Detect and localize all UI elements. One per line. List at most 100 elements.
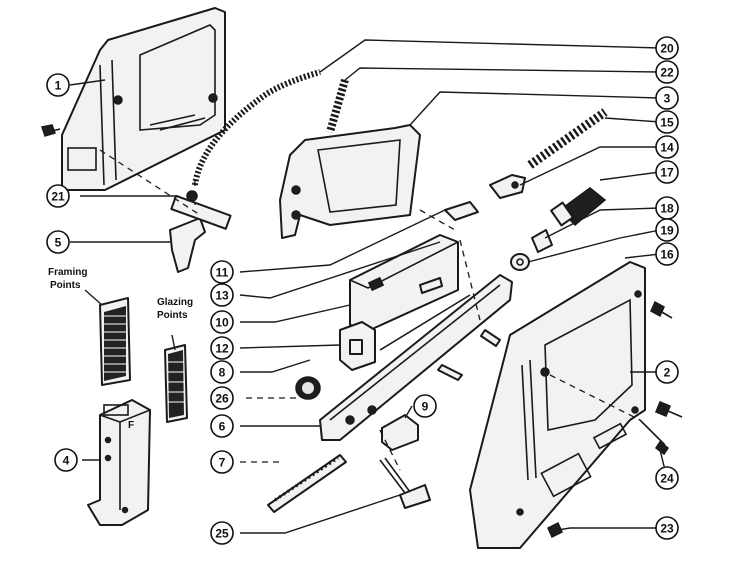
trigger-part [169,190,232,273]
right-cover-part [469,261,646,549]
callout-circle [210,450,234,474]
callout-12: 12 [210,336,234,360]
callout-25: 25 [210,521,234,545]
leader-lines [69,39,666,534]
callout-19: 19 [655,218,679,242]
glazing-points-label-line1: Glazing [157,297,193,308]
pin-part-3 [419,277,443,294]
screw-right-mid [655,401,683,418]
framing-points-part [99,297,131,386]
callout-15: 15 [655,110,679,134]
callout-number: 25 [215,527,229,541]
washer-part [510,253,530,271]
callout-7: 7 [210,450,234,474]
link-part [489,174,526,199]
callout-number: 20 [660,42,674,56]
callout-circle [210,260,234,284]
callout-16: 16 [655,242,679,266]
callout-circle [210,386,234,410]
callout-circle [655,466,679,490]
screw-bottom [547,521,571,539]
screw-left-cover [41,124,61,137]
magazine-part [319,274,513,441]
callout-circle [655,135,679,159]
callout-number: 12 [215,342,229,356]
callout-23: 23 [655,516,679,540]
callout-circle [210,336,234,360]
callout-group: 1202231514171819162151113101282667259224… [46,36,679,545]
left-cover-part [61,7,226,191]
assembly-line [549,374,641,421]
callout-circle [655,36,679,60]
hammer-block-part [349,234,459,331]
callout-number: 6 [219,420,226,434]
callout-number: 3 [664,92,671,106]
callout-4: 4 [54,448,78,472]
assembly-line [459,239,481,321]
callout-number: 18 [660,202,674,216]
framing-points-label-line1: Framing [48,267,87,278]
callout-14: 14 [655,135,679,159]
pin-part [437,364,463,381]
callout-22: 22 [655,60,679,84]
callout-number: 24 [660,472,674,486]
callout-number: 4 [63,454,70,468]
callout-circle [46,73,70,97]
callout-2: 2 [655,360,679,384]
callout-circle [413,394,437,418]
callout-number: 5 [55,236,62,250]
screw-part [379,457,431,509]
callout-circle [655,360,679,384]
small-spring-part [326,78,349,134]
callout-circle [210,310,234,334]
callout-circle [655,110,679,134]
callout-24: 24 [655,466,679,490]
callout-8: 8 [210,360,234,384]
pin-part-2 [480,329,501,347]
callout-circle [655,242,679,266]
handle-part [279,124,421,239]
callout-circle [655,160,679,184]
callout-circle [655,218,679,242]
callout-3: 3 [655,86,679,110]
callout-9: 9 [413,394,437,418]
adjustment-knob-part [550,187,607,227]
nose-piece-part: F [87,399,151,526]
callout-number: 8 [219,366,226,380]
callout-circle [210,360,234,384]
pin-right [639,419,670,456]
callout-number: 11 [216,266,229,280]
callout-18: 18 [655,196,679,220]
callout-circle [210,521,234,545]
assembly-line [419,209,456,231]
callout-number: 14 [660,141,674,155]
callout-circle [210,414,234,438]
callout-number: 1 [55,79,62,93]
callout-circle [210,283,234,307]
assembly-line [99,149,201,216]
screw-right-top [650,300,673,319]
callout-number: 13 [215,289,229,303]
callout-number: 2 [664,366,671,380]
part-letter: F [128,420,134,431]
callout-21: 21 [46,184,70,208]
assembly-line [379,429,401,471]
callout-13: 13 [210,283,234,307]
glazing-points-label-line2: Points [157,310,188,321]
callout-26: 26 [210,386,234,410]
callout-20: 20 [655,36,679,60]
callout-circle [655,86,679,110]
callout-number: 7 [219,456,226,470]
return-spring-part [527,108,608,169]
block-part [381,414,419,451]
callout-number: 19 [660,224,674,238]
callout-1: 1 [46,73,70,97]
callout-number: 9 [422,400,429,414]
callout-number: 15 [660,116,674,130]
callout-circle [54,448,78,472]
callout-number: 22 [660,66,674,80]
callout-number: 21 [51,190,65,204]
driver-blade-part [267,454,347,513]
lever-part [444,201,479,221]
callout-number: 26 [215,392,229,406]
